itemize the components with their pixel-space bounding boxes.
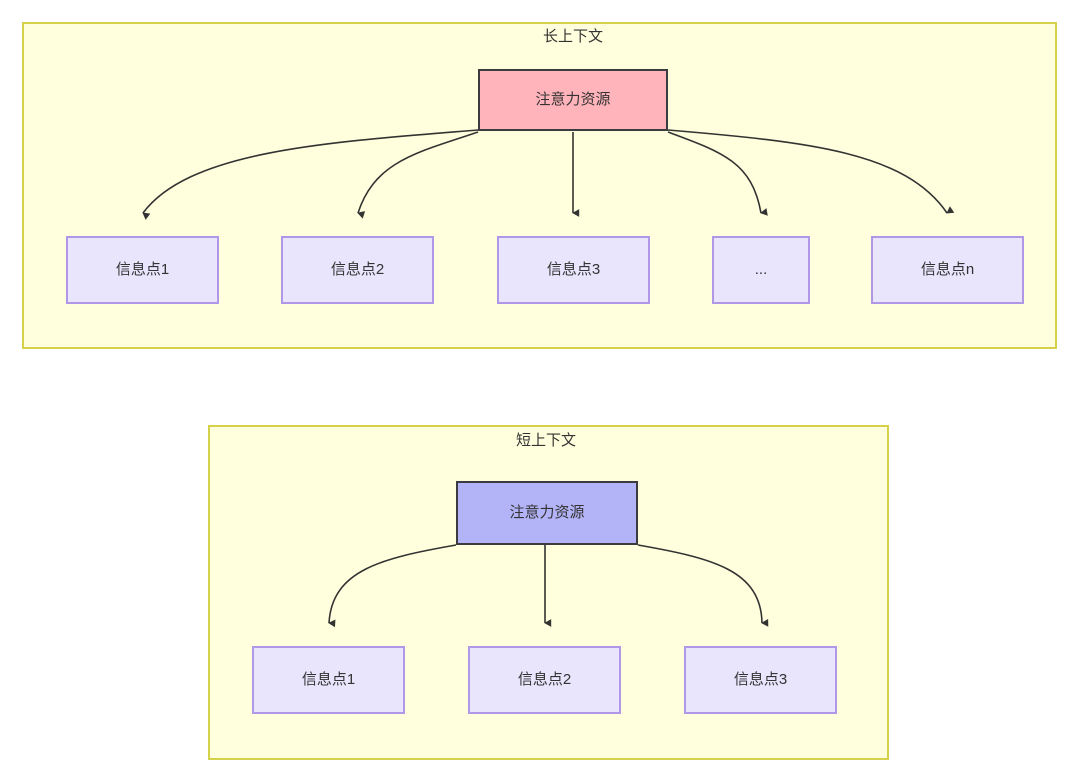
edge-long-root-to-ellipsis — [667, 131, 768, 216]
node-label: 信息点3 — [546, 261, 601, 278]
node-label: 信息点1 — [115, 261, 170, 278]
node-info-point-long-ellipsis[interactable]: ... — [712, 236, 810, 304]
edge-long-root-to-infon — [667, 129, 955, 214]
node-label: 信息点n — [920, 261, 975, 278]
node-info-point-long-3[interactable]: 信息点3 — [497, 236, 650, 304]
node-attention-resource-short[interactable]: 注意力资源 — [456, 481, 638, 545]
edge-long-root-to-info2 — [357, 131, 479, 219]
node-info-point-long-1[interactable]: 信息点1 — [66, 236, 219, 304]
edge-short-root-to-info1 — [328, 544, 457, 628]
node-label: 信息点3 — [733, 671, 788, 688]
node-label: ... — [754, 261, 768, 278]
node-info-point-short-3[interactable]: 信息点3 — [684, 646, 837, 714]
node-info-point-long-n[interactable]: 信息点n — [871, 236, 1024, 304]
group-short-context-title: 短上下文 — [515, 432, 576, 449]
edge-short-root-to-info3 — [637, 544, 769, 627]
edge-long-root-to-info1 — [142, 129, 479, 220]
node-attention-resource-long[interactable]: 注意力资源 — [478, 69, 668, 131]
node-label: 注意力资源 — [509, 504, 585, 521]
node-label: 信息点2 — [330, 261, 385, 278]
node-label: 注意力资源 — [535, 91, 611, 108]
node-info-point-long-2[interactable]: 信息点2 — [281, 236, 434, 304]
group-long-context-title: 长上下文 — [542, 28, 603, 45]
node-info-point-short-2[interactable]: 信息点2 — [468, 646, 621, 714]
node-label: 信息点1 — [301, 671, 356, 688]
node-label: 信息点2 — [517, 671, 572, 688]
node-info-point-short-1[interactable]: 信息点1 — [252, 646, 405, 714]
